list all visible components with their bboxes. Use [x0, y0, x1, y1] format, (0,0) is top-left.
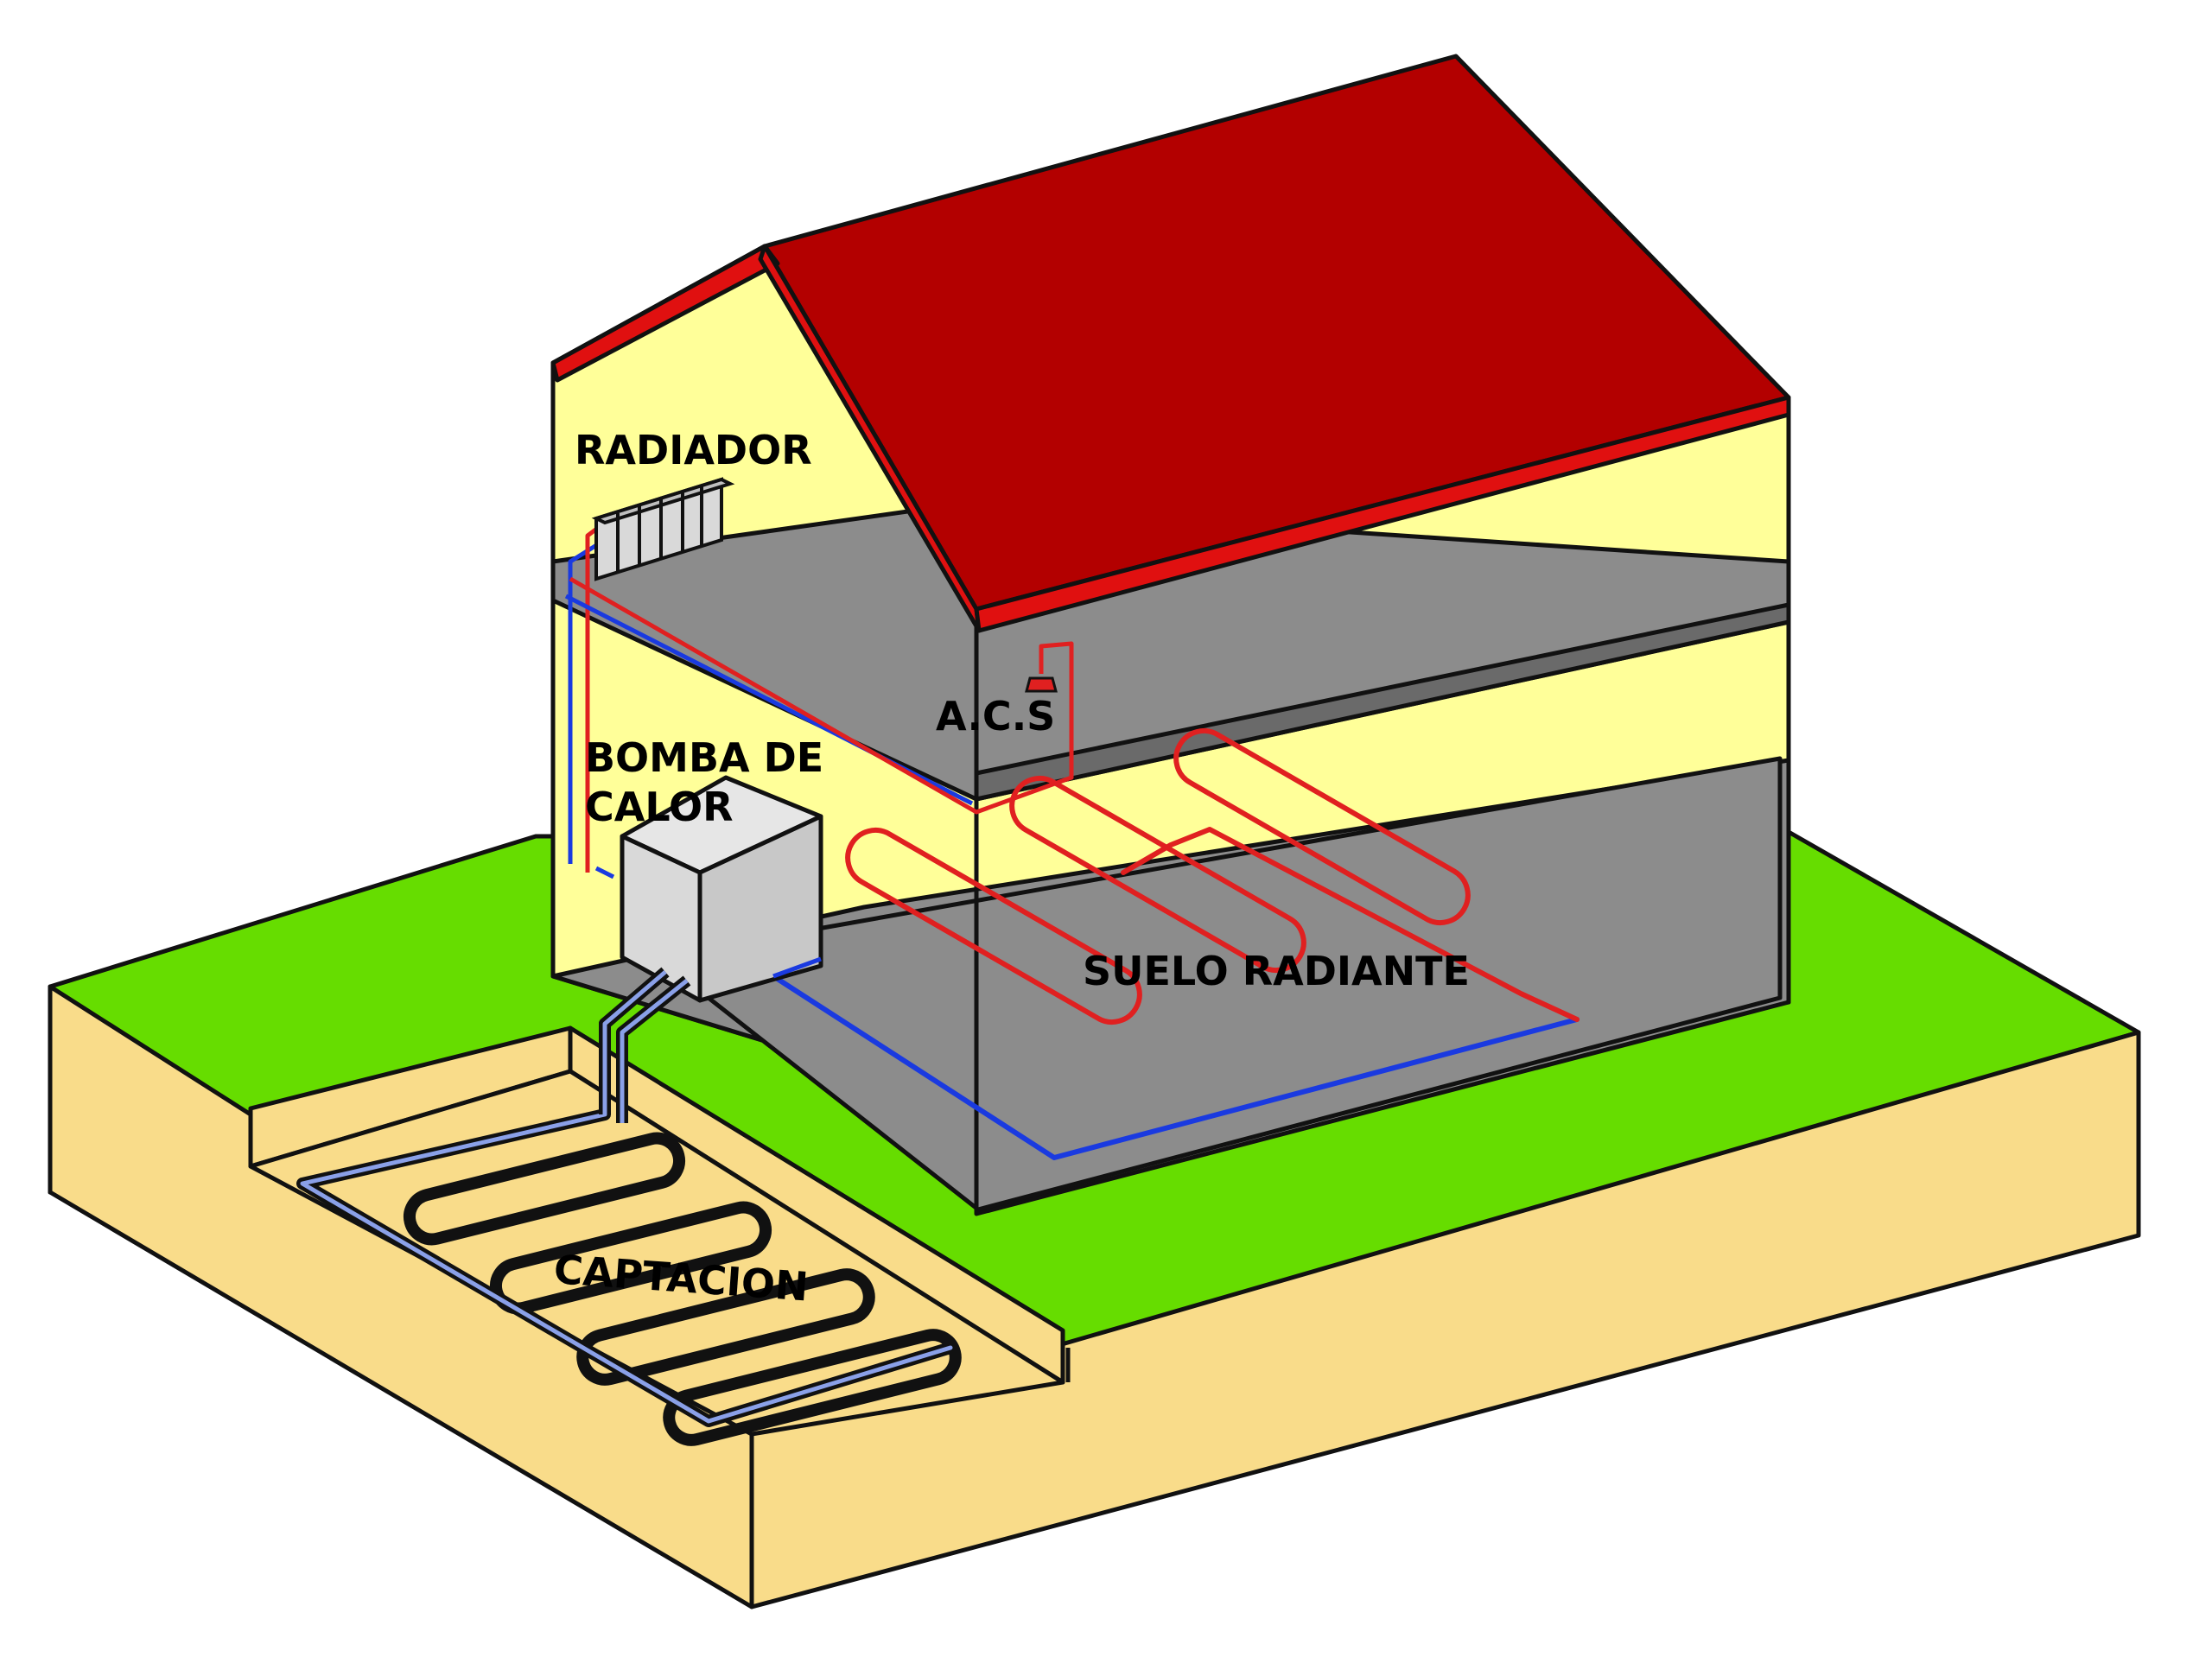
- ground-floor-plate: [654, 756, 1783, 1212]
- heat-pump-side: [697, 814, 823, 1003]
- label-suelo-radiante: SUELO RADIANTE: [1083, 948, 1470, 994]
- label-bomba-line2: CALOR: [585, 784, 734, 830]
- label-radiador: RADIADOR: [575, 427, 812, 473]
- roof-eave-edge: [974, 395, 1791, 633]
- label-bomba-line1: BOMBA DE: [585, 734, 823, 781]
- suelo-radiante-loop: [771, 728, 1580, 1160]
- pump-ground-connection: [599, 956, 822, 1123]
- label-acs: A.C.S: [936, 693, 1055, 740]
- radiator: [591, 477, 735, 581]
- acs-outlet: [1025, 676, 1058, 693]
- soil-right-face: [749, 1030, 2141, 1609]
- heat-pump-unit: [620, 775, 823, 1003]
- roof-left-edge: [550, 244, 780, 383]
